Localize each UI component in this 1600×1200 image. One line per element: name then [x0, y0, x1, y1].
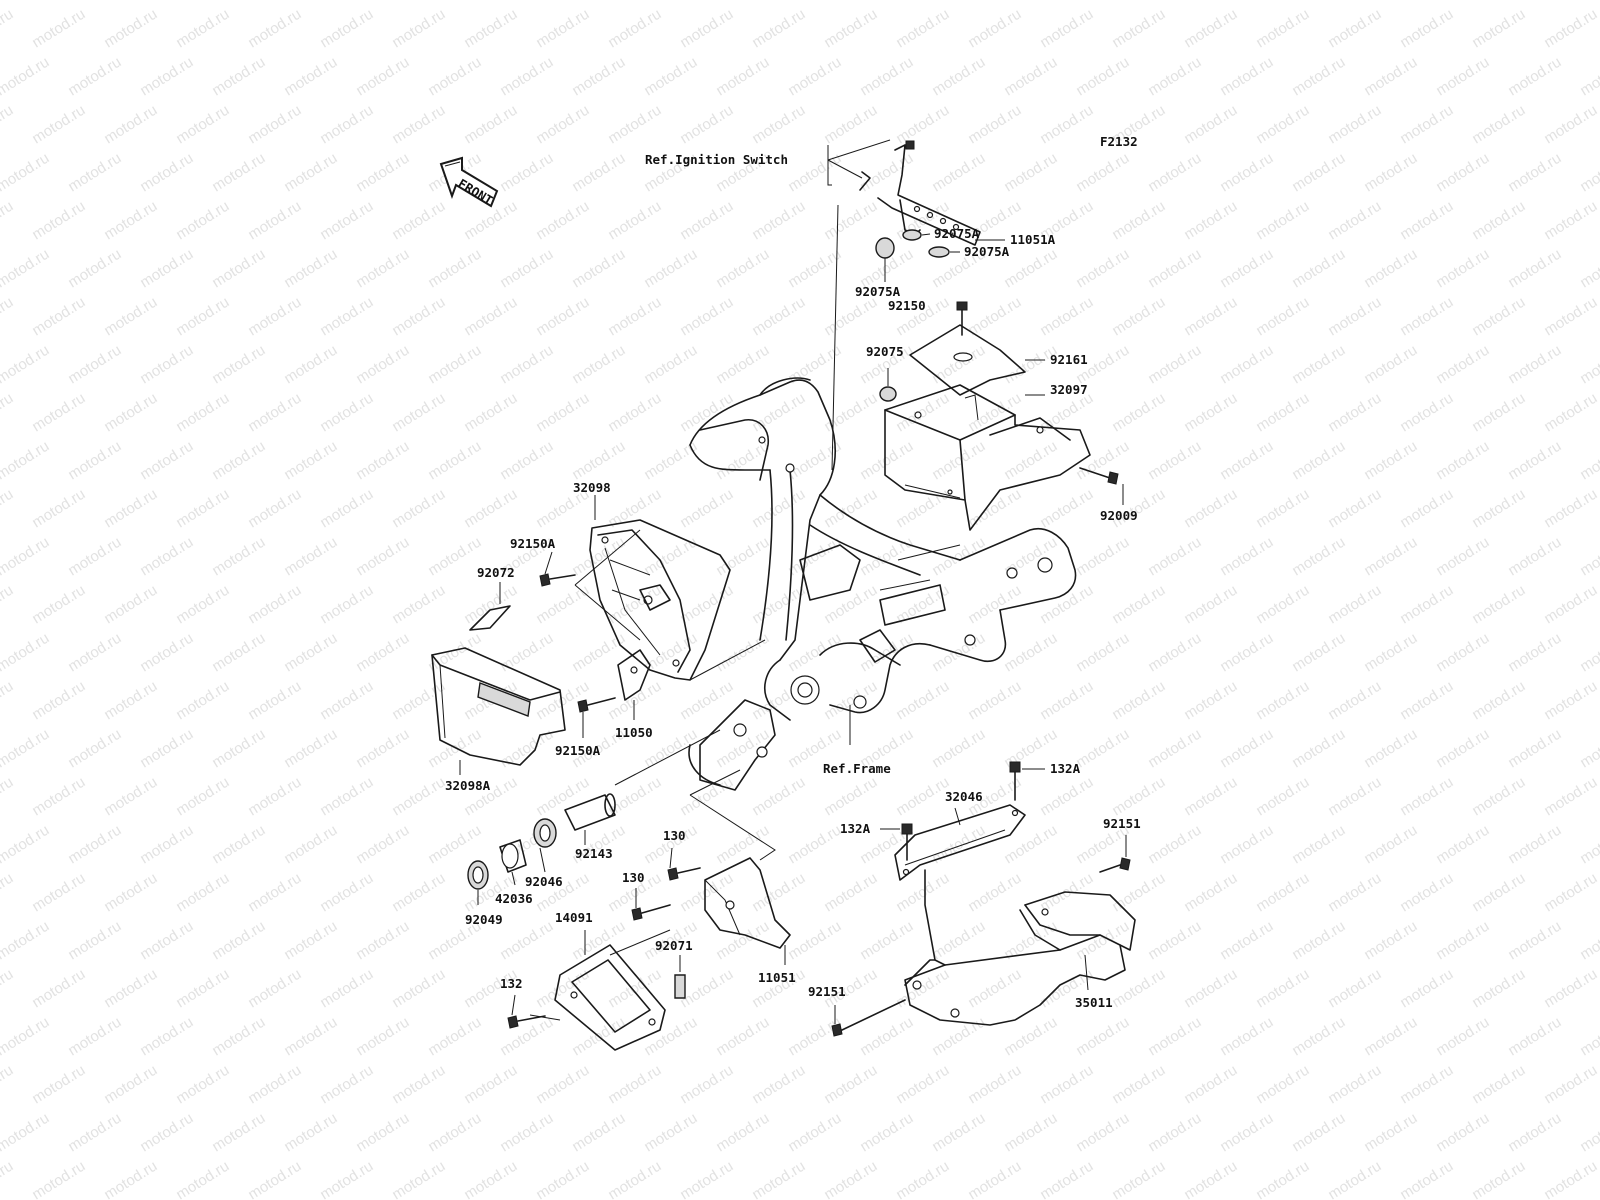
- battery-case-32097: [884, 384, 1091, 531]
- callout-32098A: 32098A: [445, 778, 491, 793]
- callout-92009: 92009: [1100, 508, 1138, 523]
- grommet-92075A-2: [902, 229, 931, 241]
- guard-35011: [904, 869, 1136, 1026]
- callout-92049: 92049: [465, 912, 503, 927]
- grommet-92075A-1: [875, 237, 895, 259]
- bolt-92009: [1079, 467, 1124, 505]
- callout-92075: 92075: [866, 344, 904, 359]
- callout-92150A-a: 92150A: [510, 536, 556, 551]
- bearing-92046: [533, 818, 557, 873]
- lower-cover-32098A: [431, 647, 566, 775]
- front-arrow-icon: FRONT: [439, 156, 499, 208]
- figure-code: F2132: [1100, 134, 1138, 149]
- bolt-92151-left: [831, 999, 906, 1037]
- bolt-130-upper: [667, 847, 701, 881]
- grommet-92075: [879, 368, 897, 402]
- callout-130-b: 130: [622, 870, 645, 885]
- bolt-132A-lower: [880, 823, 913, 861]
- callout-32046: 32046: [945, 789, 983, 804]
- callout-92143: 92143: [575, 846, 613, 861]
- callout-132A-b: 132A: [840, 821, 871, 836]
- bolt-92150A-top: [539, 551, 576, 587]
- callout-92075A-a: 92075A: [934, 226, 980, 241]
- collar-42036: [499, 839, 527, 886]
- callout-92150A-b: 92150A: [555, 743, 601, 758]
- grommet-92075A-3: [928, 246, 960, 258]
- bolt-132: [507, 994, 546, 1029]
- callout-11051A: 11051A: [1010, 232, 1056, 247]
- callout-92071: 92071: [655, 938, 693, 953]
- callout-92072: 92072: [477, 565, 515, 580]
- bolt-130-lower: [631, 888, 671, 921]
- bolt-132A-upper: [1009, 761, 1045, 801]
- callout-92151-a: 92151: [1103, 816, 1141, 831]
- bracket-11050: [617, 649, 651, 720]
- bolt-92151-right: [1099, 835, 1131, 873]
- callout-32097: 32097: [1050, 382, 1088, 397]
- callout-92046: 92046: [525, 874, 563, 889]
- ignition-bracket-11051A: [859, 140, 1005, 246]
- seal-92049: [467, 860, 489, 905]
- callout-92075A-c: 92075A: [855, 284, 901, 299]
- callout-14091: 14091: [555, 910, 593, 925]
- bracket-11051: [689, 769, 791, 965]
- callout-132: 132: [500, 976, 523, 991]
- pivot-axis-line: [614, 729, 721, 786]
- main-frame: [688, 377, 1077, 791]
- ref-ignition-switch-label: Ref.Ignition Switch: [645, 152, 788, 167]
- clip-92072: [469, 582, 511, 631]
- callout-11050: 11050: [615, 725, 653, 740]
- callout-32098: 32098: [573, 480, 611, 495]
- cover-92161: [909, 324, 1045, 396]
- callout-92150: 92150: [888, 298, 926, 313]
- callout-92161: 92161: [1050, 352, 1088, 367]
- callout-11051: 11051: [758, 970, 796, 985]
- side-cover-32098: [589, 495, 731, 681]
- grommet-92071: [674, 955, 686, 999]
- bracket-32046: [894, 804, 1026, 881]
- ref-frame-label: Ref.Frame: [823, 761, 891, 776]
- sleeve-92143: [564, 793, 616, 845]
- callout-35011: 35011: [1075, 995, 1113, 1010]
- callout-92075A-b: 92075A: [964, 244, 1010, 259]
- reflector-14091: [529, 929, 671, 1051]
- callout-92151-b: 92151: [808, 984, 846, 999]
- bolt-92150A-bottom: [577, 697, 616, 738]
- bolt-92150: [956, 301, 968, 336]
- callout-132A-a: 132A: [1050, 761, 1081, 776]
- callout-42036: 42036: [495, 891, 533, 906]
- callout-130-a: 130: [663, 828, 686, 843]
- ref-ignition-leader: [827, 145, 832, 186]
